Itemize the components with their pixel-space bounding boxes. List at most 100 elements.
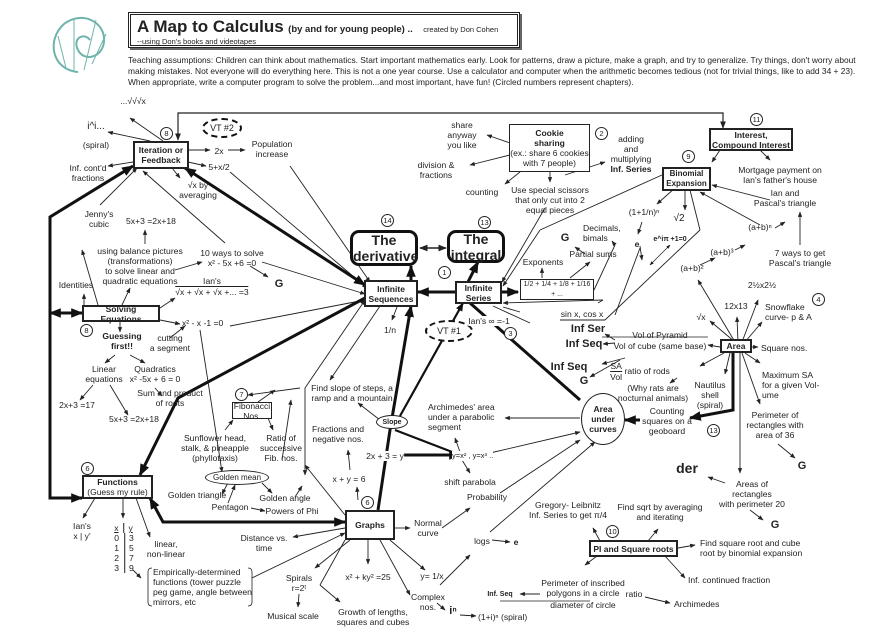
label-line: Distance vs. [240, 533, 288, 543]
node-label: Binomial [669, 169, 704, 178]
power-functions-label: y=x² , y=x³ .. [452, 451, 494, 461]
chapter-9: 9 [682, 150, 695, 163]
label-line: Ian's [203, 276, 221, 286]
label-line: you like [447, 140, 477, 150]
label-line: to solve linear and [105, 266, 175, 276]
area-node[interactable]: Area [720, 339, 752, 353]
label-line: 5 [124, 543, 134, 553]
label-line: nocturnal animals) [617, 393, 689, 403]
label-line: mirrors, etc [153, 597, 196, 607]
nautilus-logo [52, 17, 107, 73]
node-label: Sequences [368, 293, 414, 304]
sqrt-x-label: √x [696, 312, 706, 322]
node-label: derivative [353, 248, 419, 264]
sin-cos-label: sin x, cos x [560, 309, 604, 319]
golden-mean-node[interactable]: Golden mean [205, 470, 269, 485]
identities-label: Identities [58, 280, 94, 290]
pentagon-label: Pentagon [211, 502, 249, 512]
geometric-series-node[interactable]: 1/2 + 1/4 + 1/8 + 1/16 + ... [520, 279, 594, 300]
decimals-bimals-label: Decimals,bimals [583, 223, 621, 243]
node-label: Expansion [666, 179, 707, 188]
label-line: Linear [92, 364, 116, 374]
label-line: share [451, 120, 473, 130]
label-line: Snowflake [765, 302, 805, 312]
label-line: ramp and a mountain [311, 393, 393, 403]
partial-sums-label: Partial sums [569, 249, 617, 259]
node-label: The [463, 230, 489, 247]
label-line: curve- p & A [765, 312, 812, 322]
label-line: squares on a [642, 416, 692, 426]
label-line: x [114, 523, 119, 533]
label-line: A Map to Calculus (by and for young peop… [137, 17, 511, 37]
graphs-node[interactable]: Graphs [345, 510, 395, 540]
node-label: Cookie [535, 128, 564, 138]
vt2-node[interactable]: VT #2 [202, 118, 242, 138]
label-line: Pascal's triangle [768, 258, 832, 268]
node-label: (Guess my rule) [87, 487, 148, 497]
division-fractions-label: division &fractions [418, 160, 455, 180]
chapter-13: 13 [478, 216, 491, 229]
label-line: a segment [149, 343, 191, 353]
label-line: SA [610, 361, 623, 372]
node-label: curves [589, 424, 617, 434]
label-line: averaging [179, 190, 217, 200]
page-title: A Map to Calculus [137, 17, 284, 36]
label-line: adding [618, 134, 644, 144]
slope-node[interactable]: Slope [376, 415, 408, 429]
bracket [147, 567, 253, 607]
label-line: increase [255, 149, 289, 159]
one-plus-i-label: (1+i)ⁿ (spiral) [478, 612, 528, 622]
vol-cube-label: Vol of cube (same base) [613, 341, 707, 351]
logs-label: logs [474, 536, 490, 546]
solving-equations-node[interactable]: Solving Equations [82, 304, 160, 324]
label-line: segment [428, 422, 461, 432]
label-line: rectangles [732, 489, 772, 499]
label-line: √x + √x + √x +... =3 [175, 286, 249, 297]
functions-node[interactable]: Functions(Guess my rule) [82, 475, 153, 499]
label-line: Fib. nos. [264, 453, 298, 463]
label-line: cutting [157, 333, 183, 343]
probability-label: Probability [466, 492, 508, 502]
vt1-node[interactable]: VT #1 [425, 320, 473, 342]
label-line: Perimeter of [751, 410, 799, 420]
node-label: Fibonacci [233, 400, 271, 411]
label-line: with perimeter 20 [719, 499, 785, 509]
inf-ser-label: Inf Ser [570, 323, 606, 335]
x-plus-y-label: x + y = 6 [332, 474, 366, 484]
subtitle: --using Don's books and videotapes [137, 37, 257, 46]
node-label: Feedback [141, 155, 181, 165]
label-line: non-linear [146, 549, 186, 559]
label-line: 2 [114, 553, 119, 563]
ellipse-equation-label: x² + ky² =25 [345, 572, 391, 582]
pi-square-roots-node[interactable]: PI and Square roots [589, 540, 678, 557]
interest-node[interactable]: Interest,Compound Interest [709, 128, 793, 151]
powers-phi-label: Powers of Phi [265, 506, 319, 516]
label-line: first!! [111, 341, 133, 351]
label-line: Pascal's triangle [753, 198, 817, 208]
